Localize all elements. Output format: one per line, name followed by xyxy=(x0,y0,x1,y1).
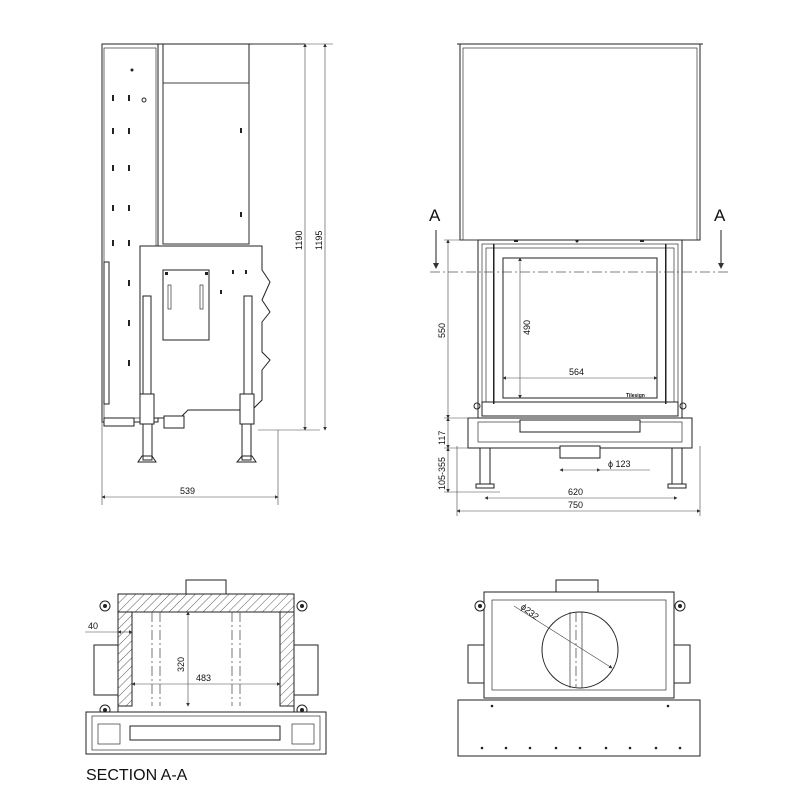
section-caption: SECTION A-A xyxy=(86,767,188,784)
front-legs-width-dim: 620 xyxy=(568,487,583,497)
side-width-dim: 539 xyxy=(180,486,195,496)
front-glass-width-dim: 564 xyxy=(569,367,584,377)
side-view: 539 1190 1195 xyxy=(101,43,333,505)
front-view: Tilesign A A 564 490 550 1 xyxy=(429,43,730,516)
front-base-height-dim: 117 xyxy=(437,431,447,445)
front-total-width-dim: 750 xyxy=(568,500,583,510)
side-panel-slots xyxy=(112,68,147,366)
section-marker-right: A xyxy=(714,206,726,225)
front-opening-height-dim: 550 xyxy=(437,323,447,338)
section-width-dim: 483 xyxy=(196,673,211,683)
front-leg-range-dim: 105-355 xyxy=(437,457,447,490)
front-flue-dim: ϕ 123 xyxy=(608,459,631,469)
flue-circle xyxy=(541,611,619,689)
section-view: 40 320 483 SECTION A-A xyxy=(85,579,327,784)
side-height-dim-b: 1195 xyxy=(314,231,324,250)
front-brand-label: Tilesign xyxy=(626,393,645,399)
top-corner-bolts xyxy=(474,600,686,612)
top-view: ϕ232 xyxy=(457,579,701,757)
front-glass-height-dim: 490 xyxy=(522,320,532,335)
section-depth-dim: 320 xyxy=(176,657,186,672)
section-wall-dim: 40 xyxy=(88,621,98,631)
side-height-dim-a: 1190 xyxy=(294,231,304,250)
bottom-plate-dots xyxy=(480,704,682,750)
section-marker-left: A xyxy=(429,206,441,225)
